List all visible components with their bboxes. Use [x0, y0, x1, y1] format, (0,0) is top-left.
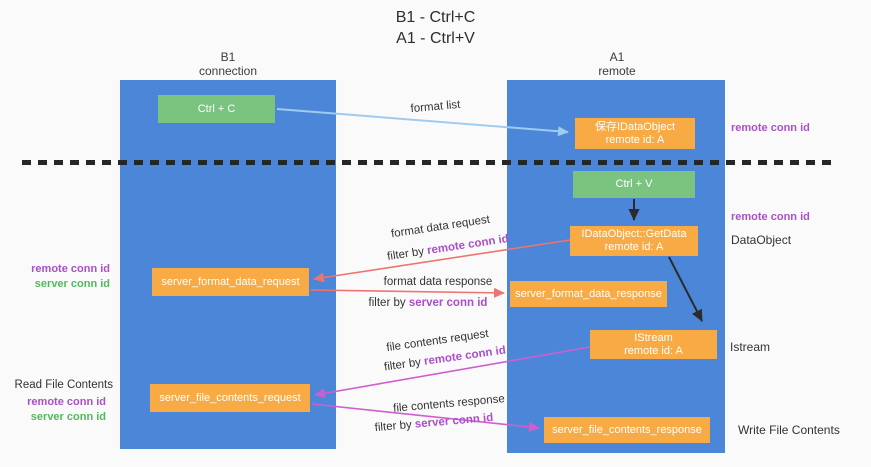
server-conn-id-label: server conn id	[34, 278, 110, 290]
title-line-2: A1 - Ctrl+V	[396, 30, 475, 47]
flow-label-filter-server-conn-2: filter by server conn id	[372, 412, 497, 435]
node-server-format-data-response-label: server_format_data_response	[515, 287, 662, 300]
flow-label-format-list: format list	[410, 98, 461, 116]
node-ctrl-v-label: Ctrl + V	[615, 178, 653, 190]
node-save-dataobject-line1: 保存IDataObject	[594, 120, 676, 133]
node-server-format-data-request-label: server_format_data_request	[161, 275, 300, 288]
node-ctrl-c-label: Ctrl + C	[197, 102, 236, 115]
node-idataobject-getdata-line1: IDataObject::GetData	[581, 228, 687, 240]
arrow-format-data-response	[310, 287, 505, 298]
node-ctrl-c: Ctrl + C	[158, 95, 275, 123]
node-idataobject-getdata-line2: remote id: A	[604, 241, 664, 253]
title-line-1: B1 - Ctrl+C	[395, 9, 476, 26]
istream-label: Istream	[730, 340, 771, 354]
flow-label-filter-server-conn-1: filter by server conn id	[366, 297, 490, 309]
node-idataobject-getdata: IDataObject::GetData remote id: A	[570, 226, 698, 256]
lifeline-a1-name: A1	[609, 50, 625, 64]
remote-conn-id-text: remote conn id	[423, 344, 507, 368]
diagram-title: B1 - Ctrl+C A1 - Ctrl+V	[0, 7, 871, 49]
node-istream-line1: IStream	[634, 331, 673, 344]
right-remote-conn-id-mid: remote conn id	[731, 211, 810, 223]
lifeline-header-b1: B1 connection	[158, 50, 298, 78]
server-conn-id-label: server conn id	[30, 411, 106, 423]
left-conn-id-labels-2: remote conn id server conn id	[4, 395, 106, 425]
remote-conn-id-text: remote conn id	[426, 232, 510, 258]
filter-by-text: filter by	[383, 355, 425, 374]
lifeline-header-a1: A1 remote	[547, 50, 687, 78]
server-conn-id-text: server conn id	[408, 297, 488, 309]
left-conn-id-labels-1: remote conn id server conn id	[8, 262, 110, 292]
remote-conn-id-label: remote conn id	[31, 263, 110, 275]
node-istream-line2: remote id: A	[624, 344, 683, 357]
session-separator-line	[22, 160, 834, 165]
node-ctrl-v: Ctrl + V	[573, 171, 695, 198]
lifeline-a1-role: remote	[598, 64, 636, 78]
filter-by-text: filter by	[368, 297, 409, 309]
lifeline-b1-name: B1	[220, 50, 236, 64]
node-save-dataobject-line2: remote id: A	[605, 133, 665, 146]
node-istream: IStream remote id: A	[590, 330, 717, 359]
node-server-format-data-response: server_format_data_response	[510, 281, 667, 307]
node-server-file-contents-response: server_file_contents_response	[544, 417, 710, 443]
node-server-file-contents-request: server_file_contents_request	[150, 384, 310, 412]
right-remote-conn-id-top: remote conn id	[731, 122, 810, 134]
flow-label-format-data-response: format data response	[383, 276, 493, 288]
node-server-file-contents-request-label: server_file_contents_request	[159, 391, 301, 404]
write-file-contents-label: Write File Contents	[738, 423, 840, 437]
node-save-dataobject: 保存IDataObject remote id: A	[575, 118, 695, 149]
server-conn-id-text: server conn id	[414, 411, 494, 431]
dataobject-label: DataObject	[731, 233, 792, 247]
lifeline-b1-role: connection	[198, 64, 258, 78]
remote-conn-id-label: remote conn id	[27, 396, 106, 408]
node-server-file-contents-response-label: server_file_contents_response	[552, 423, 702, 436]
node-server-format-data-request: server_format_data_request	[152, 268, 309, 296]
filter-by-text: filter by	[386, 245, 429, 264]
read-file-contents-label: Read File Contents	[14, 379, 113, 391]
filter-by-text: filter by	[374, 418, 416, 435]
